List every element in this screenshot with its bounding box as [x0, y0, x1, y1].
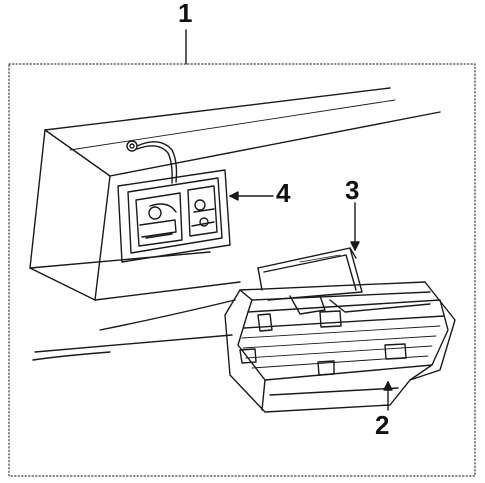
callout-4-label: 4: [276, 178, 291, 208]
callout-3-label: 3: [345, 175, 360, 205]
callout-3-arrow: [350, 241, 360, 251]
callout-1-label: 1: [178, 0, 193, 28]
lamp-wire: [126, 140, 178, 184]
callout-4-arrow: [229, 191, 239, 201]
assembly-frame: [8, 63, 476, 477]
socket-housing: [117, 169, 231, 263]
gasket: [257, 247, 363, 301]
callout-2-label: 2: [375, 410, 390, 440]
rear-deck-panel: [29, 87, 441, 361]
tail-lamp: [224, 281, 456, 413]
callout-2-arrow: [383, 381, 393, 391]
